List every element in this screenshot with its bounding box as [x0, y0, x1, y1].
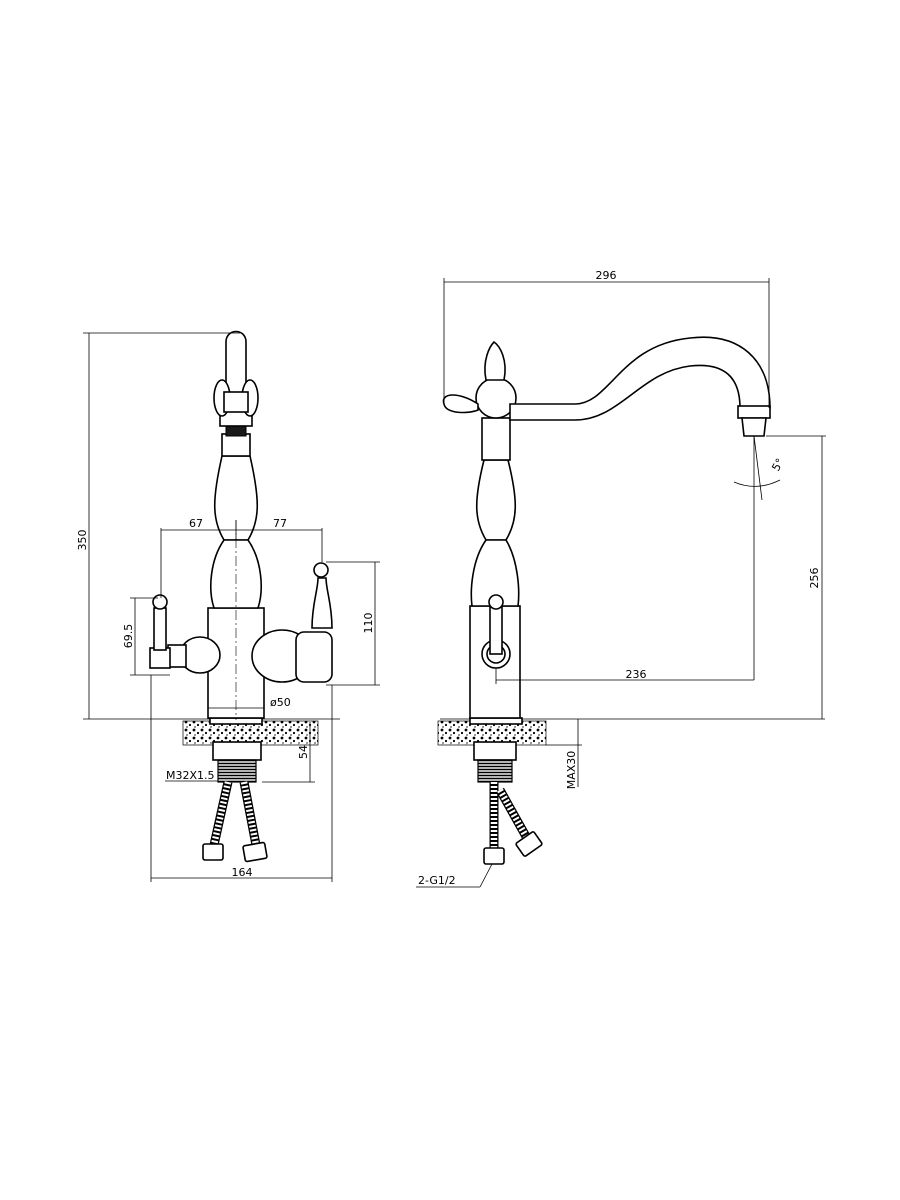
front-view: 350 67 77 69.5 110 ø50 54 M32X1.5 164 — [76, 330, 380, 882]
dim-reach: 296 — [596, 269, 617, 282]
dim-left-offset: 67 — [189, 517, 203, 530]
dim-height: 350 — [76, 530, 89, 551]
dim-handle-height: 69.5 — [122, 624, 135, 649]
flexible-hoses — [202, 781, 268, 863]
swivel-angle: 5° — [769, 456, 787, 473]
front-handle-side — [481, 594, 511, 669]
faucet-spout — [225, 330, 247, 409]
dim-shank-length: 54 — [297, 745, 310, 759]
dim-right-offset: 77 — [273, 517, 287, 530]
dim-overall-width: 164 — [232, 866, 253, 879]
dim-spout-reach: 236 — [626, 668, 647, 681]
countertop-section-side — [437, 720, 547, 746]
dim-lever-height: 110 — [362, 613, 375, 634]
side-view: 296 5° 256 236 MAX30 2-G1/2 — [416, 269, 826, 888]
mounting-thread — [217, 759, 257, 783]
side-lever — [442, 394, 479, 414]
right-lever — [251, 562, 333, 683]
spout-side — [509, 336, 771, 421]
left-handle — [149, 594, 221, 674]
dim-counter-max: MAX30 — [565, 751, 578, 790]
dim-spout-height: 256 — [808, 568, 821, 589]
hose-connection: 2-G1/2 — [418, 874, 456, 887]
dim-body-diameter: ø50 — [270, 696, 291, 709]
thread-spec: M32X1.5 — [166, 769, 215, 782]
flexible-hoses-side — [483, 782, 543, 865]
